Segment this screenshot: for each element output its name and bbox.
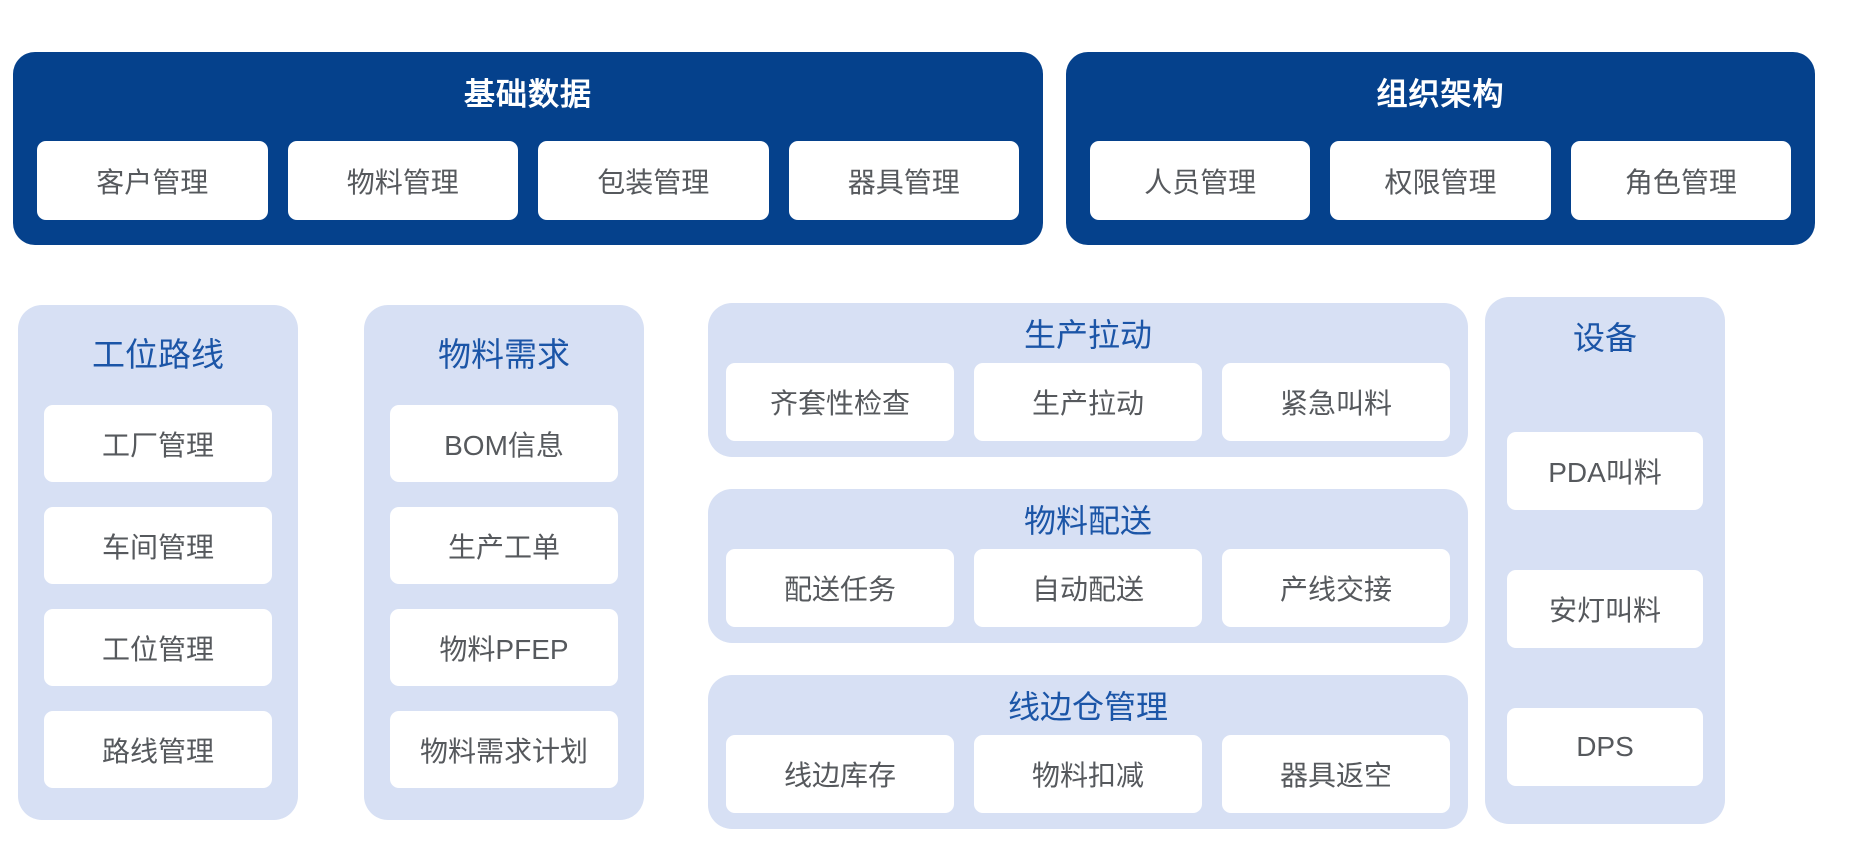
module-card: BOM信息 [390,405,618,482]
panel-title: 线边仓管理 [1007,689,1168,725]
module-card: 物料需求计划 [390,711,618,788]
module-card: PDA叫料 [1507,432,1703,510]
module-card: DPS [1507,708,1703,786]
module-card: 车间管理 [44,507,272,584]
panel-lineside-warehouse: 线边仓管理 线边库存 物料扣减 器具返空 [708,675,1468,829]
panel-station-route: 工位路线 工厂管理 车间管理 工位管理 路线管理 [18,305,298,820]
panel-title: 组织架构 [1376,77,1505,112]
module-card: 齐套性检查 [726,363,954,441]
panel-card-row: 客户管理 物料管理 包装管理 器具管理 [13,141,1043,220]
panel-basic-data: 基础数据 客户管理 物料管理 包装管理 器具管理 [13,52,1043,245]
panel-card-row: 配送任务 自动配送 产线交接 [708,541,1468,627]
module-card: 角色管理 [1570,141,1791,220]
module-card: 权限管理 [1330,141,1551,220]
module-card: 线边库存 [726,735,954,813]
module-card: 产线交接 [1222,549,1450,627]
module-card: 包装管理 [538,141,769,220]
panel-card-row: 线边库存 物料扣减 器具返空 [708,727,1468,813]
panel-devices: 设备 PDA叫料 安灯叫料 DPS [1485,297,1725,824]
panel-card-column: PDA叫料 安灯叫料 DPS [1485,357,1725,786]
panel-title: 物料需求 [438,336,570,373]
module-card: 生产工单 [390,507,618,584]
module-card: 工位管理 [44,609,272,686]
panel-title: 设备 [1572,320,1637,356]
panel-production-pull: 生产拉动 齐套性检查 生产拉动 紧急叫料 [708,303,1468,457]
panel-card-row: 人员管理 权限管理 角色管理 [1066,141,1815,220]
panel-card-column: 工厂管理 车间管理 工位管理 路线管理 [18,377,298,788]
panel-title: 工位路线 [92,336,224,373]
module-card: 器具管理 [788,141,1019,220]
module-card: 自动配送 [974,549,1202,627]
module-card: 客户管理 [37,141,268,220]
module-card: 物料PFEP [390,609,618,686]
module-card: 物料管理 [287,141,518,220]
module-card: 生产拉动 [974,363,1202,441]
panel-card-row: 齐套性检查 生产拉动 紧急叫料 [708,355,1468,441]
panel-title: 物料配送 [1023,503,1152,539]
panel-title: 基础数据 [464,77,592,112]
module-card: 路线管理 [44,711,272,788]
module-card: 人员管理 [1090,141,1311,220]
module-card: 紧急叫料 [1222,363,1450,441]
panel-card-column: BOM信息 生产工单 物料PFEP 物料需求计划 [364,377,644,788]
module-card: 器具返空 [1222,735,1450,813]
module-card: 物料扣减 [974,735,1202,813]
panel-organization: 组织架构 人员管理 权限管理 角色管理 [1066,52,1815,245]
panel-material-demand: 物料需求 BOM信息 生产工单 物料PFEP 物料需求计划 [364,305,644,820]
module-card: 安灯叫料 [1507,570,1703,648]
panel-material-delivery: 物料配送 配送任务 自动配送 产线交接 [708,489,1468,643]
panel-title: 生产拉动 [1023,317,1152,353]
module-card: 工厂管理 [44,405,272,482]
module-card: 配送任务 [726,549,954,627]
